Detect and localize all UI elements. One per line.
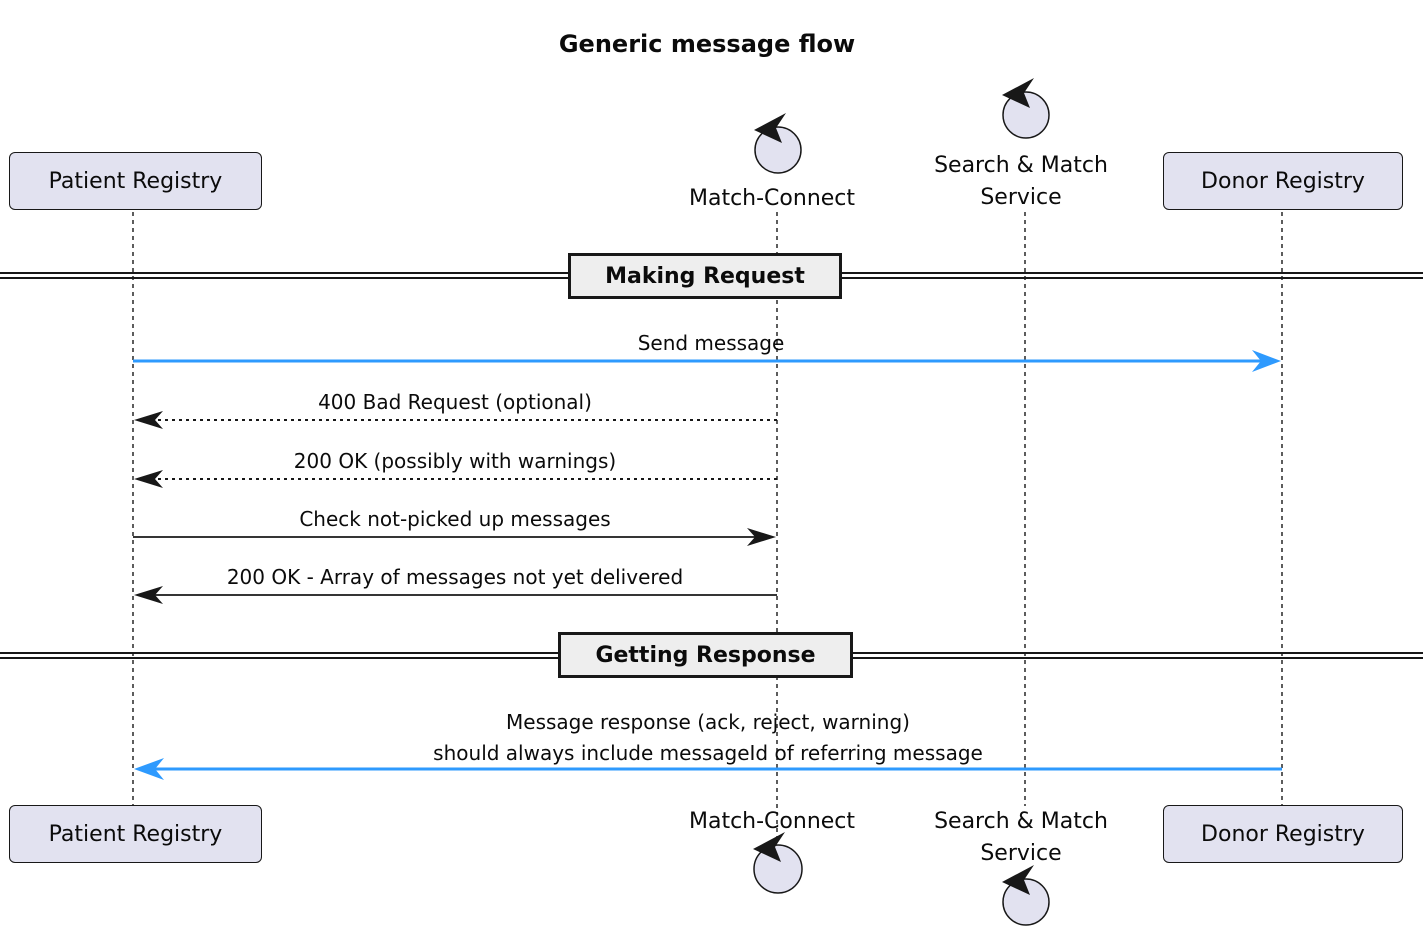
message-200-ok-warnings-arrowhead bbox=[134, 470, 163, 488]
diagram-title: Generic message flow bbox=[558, 30, 856, 58]
control-icon-match-connect-top bbox=[754, 113, 802, 174]
message-200-ok-warnings-label: 200 OK (possibly with warnings) bbox=[293, 449, 617, 473]
control-icon-match-connect-bottom bbox=[753, 832, 803, 894]
participant-patient-registry-bottom-label: Patient Registry bbox=[48, 821, 223, 847]
participant-donor-registry-bottom-label: Donor Registry bbox=[1201, 821, 1365, 847]
participant-search-match-bottom-label: Search & Match Service bbox=[934, 806, 1108, 870]
participant-patient-registry-top-label: Patient Registry bbox=[48, 168, 223, 194]
divider-getting-response: Getting Response bbox=[558, 632, 853, 678]
message-check-messages-label: Check not-picked up messages bbox=[299, 507, 611, 531]
message-response-arrowhead bbox=[134, 758, 164, 780]
divider-making-request-label: Making Request bbox=[605, 263, 805, 289]
message-400-bad-request-arrowhead bbox=[134, 411, 163, 429]
message-check-messages-arrowhead bbox=[747, 528, 776, 546]
message-400-bad-request-label: 400 Bad Request (optional) bbox=[318, 390, 592, 414]
participant-search-match-top-label: Search & Match Service bbox=[934, 150, 1108, 214]
divider-making-request: Making Request bbox=[568, 253, 842, 299]
participant-patient-registry-top: Patient Registry bbox=[9, 152, 262, 210]
participant-donor-registry-top: Donor Registry bbox=[1163, 152, 1403, 210]
message-response-label-line1: Message response (ack, reject, warning) bbox=[506, 710, 910, 734]
participant-match-connect-bottom-label: Match-Connect bbox=[688, 809, 856, 834]
participant-search-match-bottom-label-line2: Service bbox=[980, 841, 1062, 866]
control-icon-search-match-bottom bbox=[1002, 865, 1050, 926]
divider-getting-response-label: Getting Response bbox=[595, 642, 816, 668]
participant-donor-registry-bottom: Donor Registry bbox=[1163, 805, 1403, 863]
message-response-label: Message response (ack, reject, warning) … bbox=[433, 707, 983, 769]
participant-match-connect-top-label: Match-Connect bbox=[688, 186, 856, 211]
participant-search-match-bottom-label-line1: Search & Match bbox=[934, 809, 1108, 834]
message-200-ok-array-label: 200 OK - Array of messages not yet deliv… bbox=[226, 565, 684, 589]
participant-search-match-top-label-line1: Search & Match bbox=[934, 153, 1108, 178]
message-send-message-label: Send message bbox=[637, 331, 785, 355]
participant-donor-registry-top-label: Donor Registry bbox=[1201, 168, 1365, 194]
participant-patient-registry-bottom: Patient Registry bbox=[9, 805, 262, 863]
message-200-ok-array-arrowhead bbox=[134, 586, 163, 604]
control-icon-search-match-top bbox=[1002, 78, 1050, 139]
message-send-message-arrowhead bbox=[1252, 350, 1281, 372]
participant-search-match-top-label-line2: Service bbox=[980, 185, 1062, 210]
message-response-label-line2: should always include messageId of refer… bbox=[433, 741, 983, 765]
